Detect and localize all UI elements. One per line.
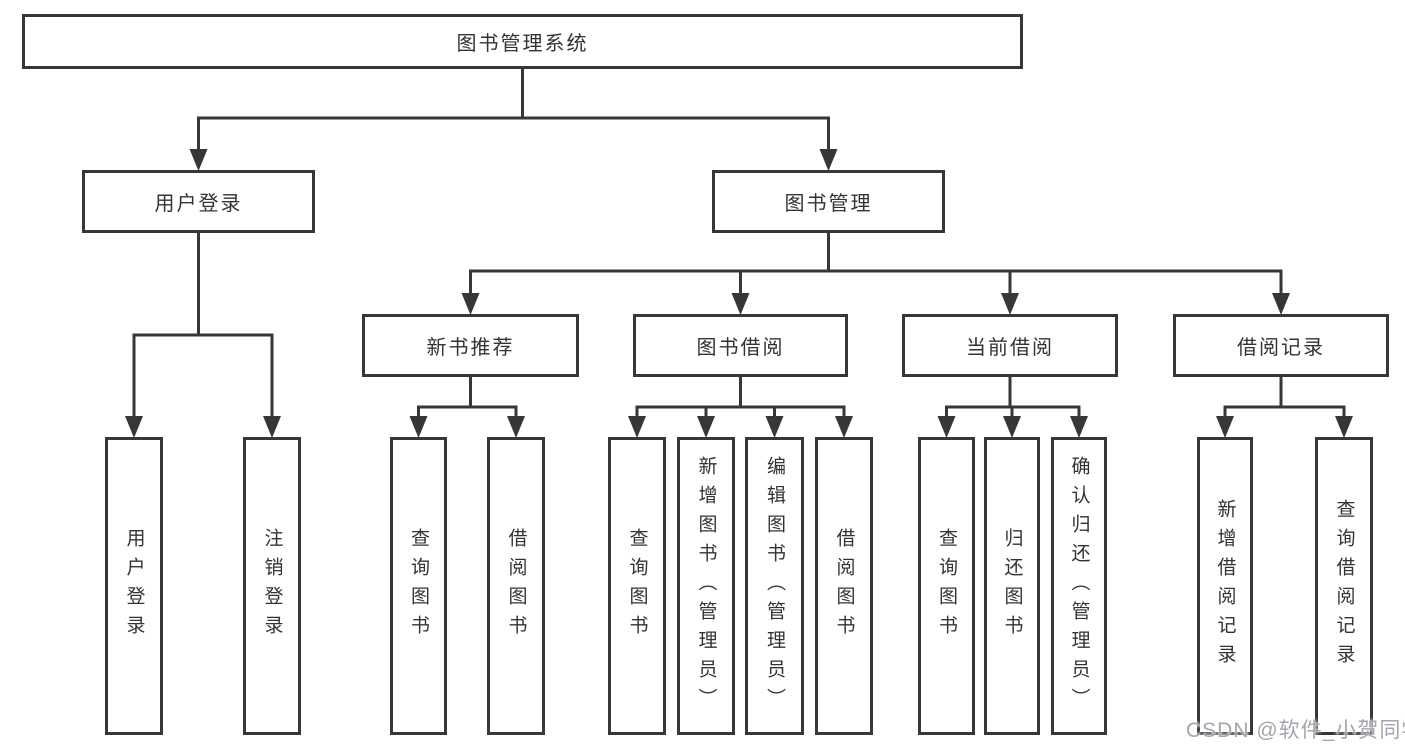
arrowhead-icon [189, 149, 208, 171]
node-user-login-branch: 用户登录 [82, 170, 315, 233]
arrowhead-icon [835, 416, 853, 438]
watermark: CSDN @软件_小贺同学 [1186, 719, 1405, 742]
node-br-query-record: 查询借阅记录 [1315, 437, 1373, 735]
arrowhead-icon [819, 149, 838, 171]
node-bb-edit-books: 编辑图书（管理员） [745, 437, 804, 735]
arrowhead-icon [1003, 416, 1021, 438]
node-logout: 注销登录 [243, 437, 301, 735]
arrowhead-icon [263, 416, 281, 438]
node-nbr-borrow-books: 借阅图书 [487, 437, 545, 735]
node-cb-query-books: 查询图书 [918, 437, 975, 735]
node-cb-confirm-return: 确认归还（管理员） [1051, 437, 1107, 735]
node-book-borrowing: 图书借阅 [633, 314, 848, 377]
arrowhead-icon [937, 416, 956, 438]
arrowhead-icon [1070, 416, 1088, 438]
node-bb-add-books: 新增图书（管理员） [677, 437, 735, 735]
node-bb-borrow-books: 借阅图书 [815, 437, 873, 735]
arrowhead-icon [1216, 416, 1234, 438]
arrowhead-icon [461, 293, 480, 315]
arrowhead-icon [1272, 293, 1290, 315]
node-root: 图书管理系统 [22, 14, 1023, 69]
arrowhead-icon [1335, 416, 1353, 438]
arrowhead-icon [765, 416, 784, 438]
arrowhead-icon [1001, 293, 1019, 315]
node-nbr-query-books: 查询图书 [390, 437, 447, 735]
node-new-book-recommend: 新书推荐 [362, 314, 579, 377]
arrowhead-icon [697, 416, 715, 438]
node-cb-return-books: 归还图书 [984, 437, 1040, 735]
node-book-management: 图书管理 [712, 170, 945, 233]
node-bb-query-books: 查询图书 [608, 437, 666, 735]
node-user-login: 用户登录 [105, 437, 163, 735]
node-current-borrowing: 当前借阅 [902, 314, 1118, 377]
node-borrowing-records: 借阅记录 [1173, 314, 1389, 377]
node-br-add-record: 新增借阅记录 [1197, 437, 1253, 735]
arrowhead-icon [507, 416, 525, 438]
arrowhead-icon [731, 293, 750, 315]
arrowhead-icon [628, 416, 646, 438]
arrowhead-icon [409, 416, 428, 438]
arrowhead-icon [125, 416, 143, 438]
